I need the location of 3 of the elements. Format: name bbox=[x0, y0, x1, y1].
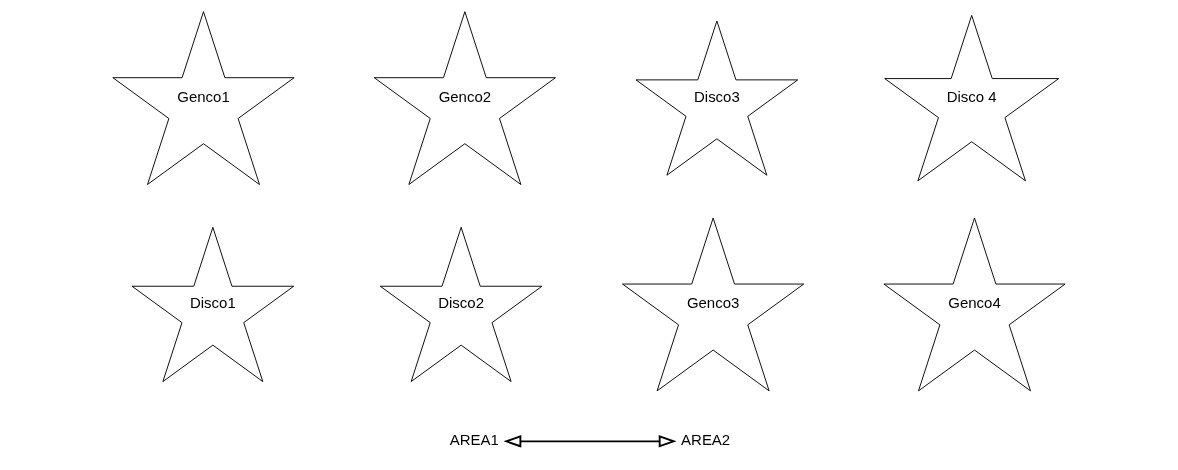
node-text: AREA2 bbox=[681, 430, 731, 448]
node-text: AREA1 bbox=[449, 430, 499, 448]
arrow bbox=[503, 435, 677, 448]
